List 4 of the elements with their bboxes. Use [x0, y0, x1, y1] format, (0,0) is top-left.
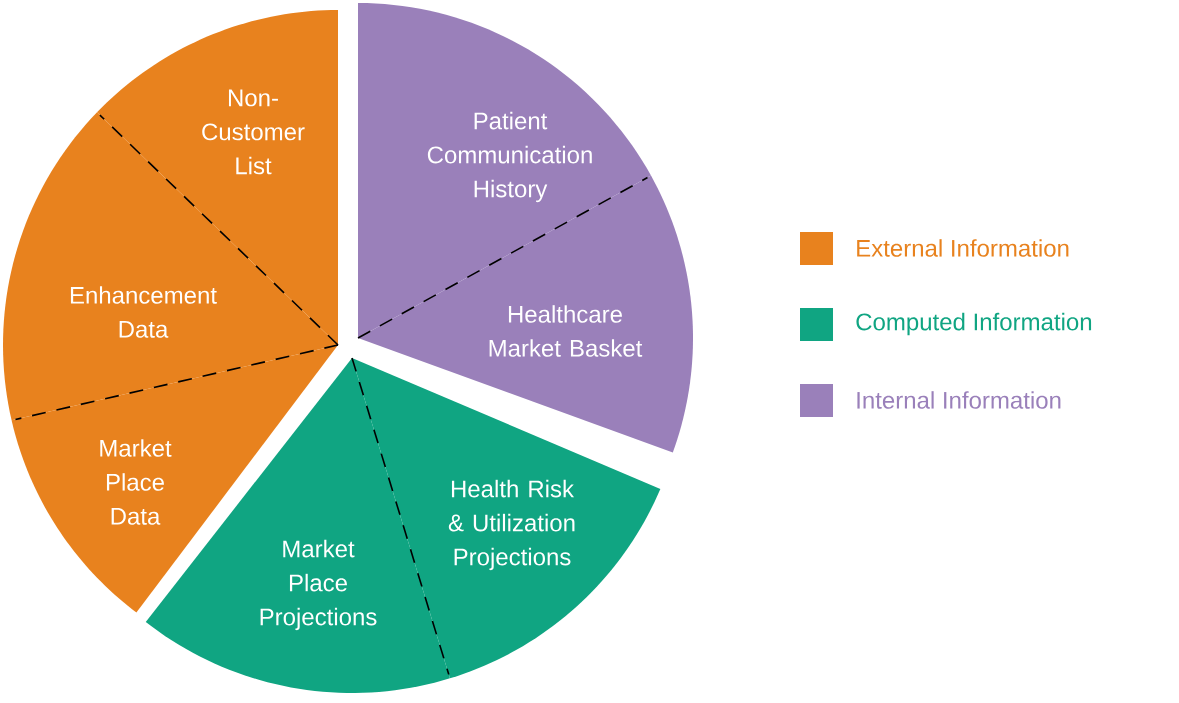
- legend-label: External Information: [857, 239, 1069, 257]
- node-label: Health Risk & Utilization Projections: [448, 479, 575, 571]
- legend-label: Computed Information: [856, 312, 1092, 336]
- legend-label: Internal Information: [857, 391, 1061, 409]
